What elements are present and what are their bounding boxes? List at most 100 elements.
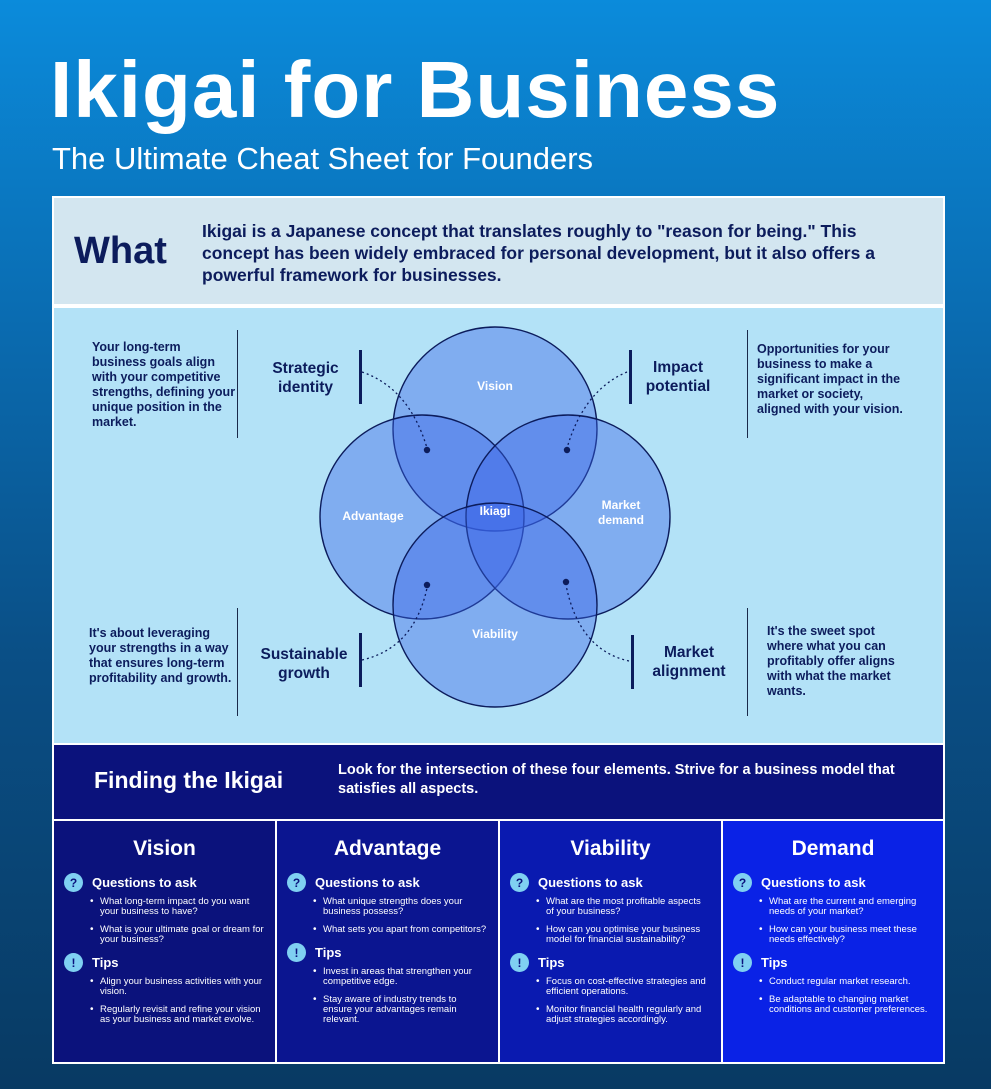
venn-label-demand: demand [598, 513, 644, 527]
questions-label: Questions to ask [315, 875, 420, 890]
divider-line [747, 608, 748, 716]
note-sustainable-growth: It's about leveraging your strengths in … [89, 626, 232, 685]
question-icon: ? [287, 873, 306, 892]
label-bar [631, 635, 634, 689]
tips-list: Focus on cost-effective strategies and e… [536, 977, 711, 1025]
question-item: What sets you apart from competitors? [313, 925, 488, 936]
questions-heading: ? Questions to ask [733, 873, 943, 892]
label-market-alignment: Market alignment [652, 644, 726, 680]
question-icon: ? [733, 873, 752, 892]
tips-label: Tips [92, 955, 119, 970]
tip-item: Align your business activities with your… [90, 977, 265, 997]
tips-heading: ! Tips [733, 953, 943, 972]
tips-heading: ! Tips [510, 953, 721, 972]
tips-list: Invest in areas that strengthen your com… [313, 967, 488, 1025]
connector-dot [562, 578, 570, 586]
question-item: How can your business meet these needs e… [759, 925, 933, 945]
tip-item: Invest in areas that strengthen your com… [313, 967, 488, 987]
connector-impact-potential [566, 371, 628, 449]
what-section: What Ikigai is a Japanese concept that t… [54, 198, 943, 306]
venn-label-center: Ikiagi [480, 504, 511, 518]
tip-item: Regularly revisit and refine your vision… [90, 1005, 265, 1025]
finding-description: Look for the intersection of these four … [338, 762, 895, 797]
questions-list: What are the current and emerging needs … [759, 897, 933, 945]
venn-circle-advantage [319, 414, 525, 620]
questions-label: Questions to ask [92, 875, 197, 890]
exclamation-icon: ! [64, 953, 83, 972]
note-strategic-identity: Your long-term business goals align with… [92, 340, 236, 429]
question-item: What unique strengths does your business… [313, 897, 488, 917]
cheat-sheet-panel: What Ikigai is a Japanese concept that t… [52, 196, 945, 1064]
column-advantage: Advantage? Questions to askWhat unique st… [277, 821, 498, 1062]
question-item: What long-term impact do you want your b… [90, 897, 265, 917]
tips-label: Tips [761, 955, 788, 970]
column-title: Vision [133, 837, 196, 860]
questions-label: Questions to ask [538, 875, 643, 890]
questions-heading: ? Questions to ask [287, 873, 498, 892]
questions-label: Questions to ask [761, 875, 866, 890]
venn-diagram: Vision Advantage Ikiagi Viability Market… [319, 326, 671, 708]
questions-heading: ? Questions to ask [510, 873, 721, 892]
exclamation-icon: ! [733, 953, 752, 972]
label-bar [629, 350, 632, 404]
tip-item: Focus on cost-effective strategies and e… [536, 977, 711, 997]
element-columns: Vision? Questions to askWhat long-term im… [54, 821, 943, 1062]
question-item: How can you optimise your business model… [536, 925, 711, 945]
column-vision: Vision? Questions to askWhat long-term im… [54, 821, 275, 1062]
label-bar [359, 633, 362, 687]
question-item: What is your ultimate goal or dream for … [90, 925, 265, 945]
note-impact-potential: Opportunities for your business to make … [757, 342, 903, 416]
column-viability: Viability? Questions to askWhat are the m… [500, 821, 721, 1062]
column-title: Demand [791, 837, 875, 860]
connector-market-alignment [565, 584, 630, 662]
exclamation-icon: ! [510, 953, 529, 972]
venn-label-advantage: Advantage [342, 509, 404, 523]
question-item: What are the current and emerging needs … [759, 897, 933, 917]
questions-list: What are the most profitable aspects of … [536, 897, 711, 945]
tips-label: Tips [315, 945, 342, 960]
connector-strategic-identity [361, 371, 428, 449]
what-label: What [74, 230, 167, 272]
tip-item: Conduct regular market research. [759, 977, 933, 988]
tips-heading: ! Tips [64, 953, 275, 972]
question-icon: ? [64, 873, 83, 892]
questions-heading: ? Questions to ask [64, 873, 275, 892]
divider-line [237, 608, 238, 716]
connector-dot [563, 446, 571, 454]
question-item: What are the most profitable aspects of … [536, 897, 711, 917]
what-description: Ikigai is a Japanese concept that transl… [202, 221, 875, 285]
page-title: Ikigai for Business [50, 45, 781, 134]
column-demand: Demand? Questions to askWhat are the curr… [723, 821, 943, 1062]
label-bar [359, 350, 362, 404]
note-market-alignment: It's the sweet spot where what you can p… [767, 624, 895, 698]
venn-label-market: Market [602, 498, 641, 512]
divider-line [237, 330, 238, 438]
label-impact-potential: Impact potential [645, 359, 711, 395]
venn-label-viability: Viability [472, 627, 518, 641]
connector-sustainable-growth [361, 587, 428, 661]
tips-heading: ! Tips [287, 943, 498, 962]
page-subtitle: The Ultimate Cheat Sheet for Founders [52, 141, 594, 176]
tips-label: Tips [538, 955, 565, 970]
finding-section: Finding the Ikigai Look for the intersec… [54, 745, 943, 819]
venn-circle-vision [392, 326, 598, 532]
column-title: Viability [570, 837, 651, 860]
venn-label-vision: Vision [477, 379, 513, 393]
venn-circle-viability [392, 502, 598, 708]
tip-item: Stay aware of industry trends to ensure … [313, 995, 488, 1025]
divider-line [747, 330, 748, 438]
connector-dot [423, 446, 431, 454]
exclamation-icon: ! [287, 943, 306, 962]
column-title: Advantage [333, 837, 442, 860]
questions-list: What long-term impact do you want your b… [90, 897, 265, 945]
tip-item: Monitor financial health regularly and a… [536, 1005, 711, 1025]
question-icon: ? [510, 873, 529, 892]
venn-circle-market-demand [465, 414, 671, 620]
tips-list: Align your business activities with your… [90, 977, 265, 1025]
finding-title: Finding the Ikigai [94, 767, 284, 793]
label-strategic-identity: Strategic identity [272, 360, 339, 396]
venn-diagram-section: Your long-term business goals align with… [54, 308, 943, 743]
connector-dot [423, 581, 431, 589]
tip-item: Be adaptable to changing market conditio… [759, 995, 933, 1015]
tips-list: Conduct regular market research. Be adapt… [759, 977, 933, 1015]
